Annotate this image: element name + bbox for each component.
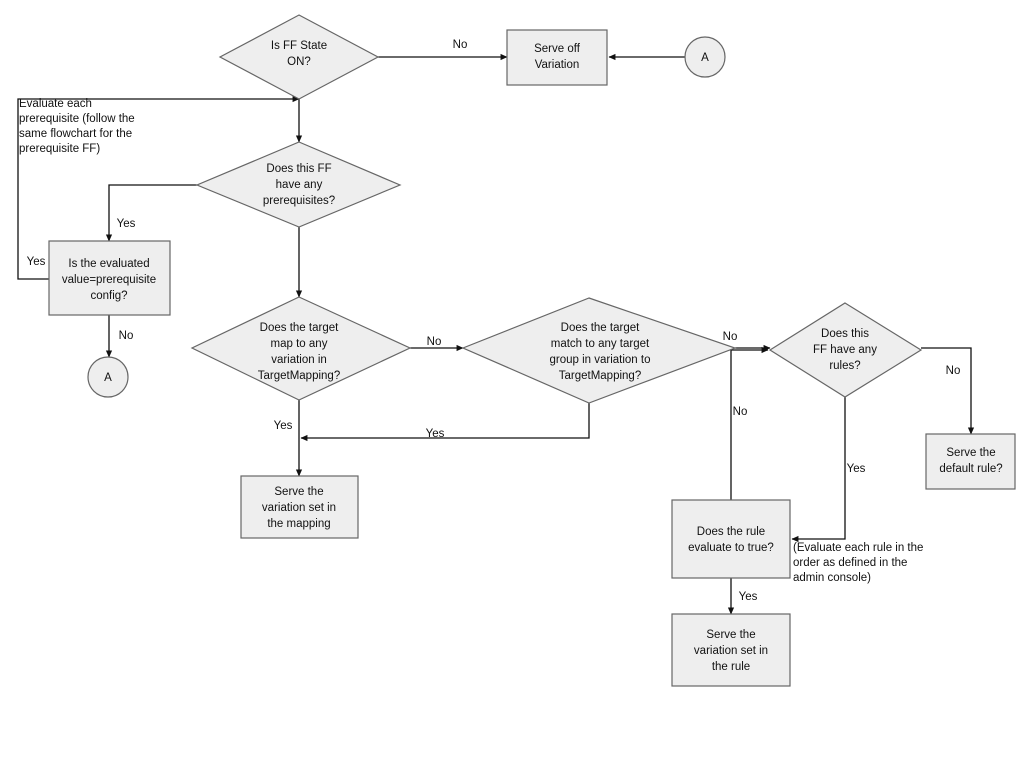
edge-rule-false-no-to-ff-rules — [730, 346, 769, 500]
edge-label-rule-false-no: No — [733, 406, 748, 418]
edge-label-mapping-yes: Yes — [274, 420, 293, 432]
edge-ff-rules-yes-to-rule-evaluate — [791, 397, 846, 543]
node-label-line: Does the target — [260, 322, 339, 334]
connector-shape — [87, 356, 129, 398]
node-serve-variation-mapping[interactable]: Serve the variation set in the mapping — [240, 475, 359, 539]
node-label-line: A — [104, 372, 112, 384]
edge-labels-layer: No Yes Yes No No Yes Yes No No No Yes Ye… — [27, 39, 961, 603]
note-line: same flowchart for the — [19, 128, 132, 140]
node-label-line: group in variation to — [549, 354, 650, 366]
node-serve-variation-rule[interactable]: Serve the variation set in the rule — [671, 613, 791, 687]
edge-label-prereq-config-no: No — [119, 330, 134, 342]
node-label-line: Variation — [535, 59, 580, 71]
node-label-line: A — [701, 52, 709, 64]
decision-shape — [218, 14, 380, 100]
decision-shape — [190, 296, 412, 401]
node-label-line: Serve the — [274, 486, 323, 498]
node-label-line: variation set in — [694, 645, 768, 657]
node-label-line: variation in — [271, 354, 327, 366]
node-ff-has-rules[interactable]: Does this FF have any rules? — [768, 302, 923, 398]
node-label-line: Does the rule — [697, 526, 765, 538]
node-label-line: Does this FF — [266, 163, 331, 175]
edge-label-group-yes: Yes — [426, 428, 445, 440]
node-label-line: TargetMapping? — [258, 370, 340, 382]
edge-label-rule-true-yes: Yes — [739, 591, 758, 603]
node-label-line: prerequisites? — [263, 195, 335, 207]
node-label-line: value=prerequisite — [62, 274, 156, 286]
node-has-prerequisites[interactable]: Does this FF have any prerequisites? — [195, 141, 402, 228]
node-label-line: match to any target — [551, 338, 650, 350]
node-label-line: TargetMapping? — [559, 370, 641, 382]
node-label-line: evaluate to true? — [688, 542, 774, 554]
decision-shape — [461, 297, 737, 404]
node-label-line: Serve the — [706, 629, 755, 641]
node-label-line: default rule? — [939, 463, 1002, 475]
node-serve-off-variation[interactable]: Serve off Variation — [506, 29, 608, 86]
process-shape — [48, 240, 171, 316]
note-prerequisite: Evaluate each prerequisite (follow the s… — [19, 98, 135, 155]
node-label-line: have any — [276, 179, 323, 191]
node-label-line: rules? — [829, 360, 860, 372]
node-evaluated-value-equals-config[interactable]: Is the evaluated value=prerequisite conf… — [48, 240, 171, 316]
edge-label-state-no: No — [453, 39, 468, 51]
note-line: order as defined in the — [793, 557, 907, 569]
edge-evaluated-value-yes-loop-to-state — [17, 95, 300, 280]
node-label-line: Does the target — [561, 322, 640, 334]
node-is-ff-state-on[interactable]: Is FF State ON? — [218, 14, 380, 100]
node-label-line: the rule — [712, 661, 750, 673]
note-line: Evaluate each — [19, 98, 92, 110]
edge-label-group-no: No — [723, 331, 738, 343]
edge-target-group-yes-to-serve-mapping — [300, 403, 590, 442]
edge-label-prereq-loop-yes: Yes — [27, 256, 46, 268]
edge-label-prereq-yes: Yes — [117, 218, 136, 230]
process-shape — [240, 475, 359, 539]
note-line: admin console) — [793, 572, 871, 584]
node-label-line: ON? — [287, 56, 311, 68]
process-shape — [671, 613, 791, 687]
node-label-line: Is the evaluated — [68, 258, 149, 270]
note-line: prerequisite (follow the — [19, 113, 135, 125]
node-connector-a-bottom[interactable]: A — [87, 356, 129, 398]
process-shape — [506, 29, 608, 86]
edges-layer — [17, 53, 975, 615]
node-label-line: config? — [90, 290, 127, 302]
process-shape — [671, 499, 791, 579]
node-target-match-target-group[interactable]: Does the target match to any target grou… — [461, 297, 737, 404]
edge-ff-rules-no-to-serve-default — [921, 347, 975, 435]
node-label-line: Is FF State — [271, 40, 327, 52]
node-label-line: variation set in — [262, 502, 336, 514]
node-label-line: Serve off — [534, 43, 581, 55]
decision-shape — [768, 302, 923, 398]
node-label-line: Does this — [821, 328, 869, 340]
note-line: (Evaluate each rule in the — [793, 542, 923, 554]
node-label-line: FF have any — [813, 344, 877, 356]
note-rule-order: (Evaluate each rule in the order as defi… — [793, 542, 923, 584]
decision-shape — [195, 141, 402, 228]
node-label-line: Serve the — [946, 447, 995, 459]
connector-shape — [684, 36, 726, 78]
edge-label-rules-no-right: No — [946, 365, 961, 377]
node-label-line: the mapping — [267, 518, 330, 530]
note-line: prerequisite FF) — [19, 143, 100, 155]
edge-label-mapping-no: No — [427, 336, 442, 348]
node-connector-a-top[interactable]: A — [684, 36, 726, 78]
node-rule-evaluates-true[interactable]: Does the rule evaluate to true? — [671, 499, 791, 579]
process-shape — [925, 433, 1016, 490]
edge-prerequisites-yes-to-evaluated-value — [105, 184, 197, 242]
node-target-map-to-variation[interactable]: Does the target map to any variation in … — [190, 296, 412, 401]
edge-label-rules-yes: Yes — [847, 463, 866, 475]
node-serve-default-rule[interactable]: Serve the default rule? — [925, 433, 1016, 490]
node-label-line: map to any — [271, 338, 328, 350]
